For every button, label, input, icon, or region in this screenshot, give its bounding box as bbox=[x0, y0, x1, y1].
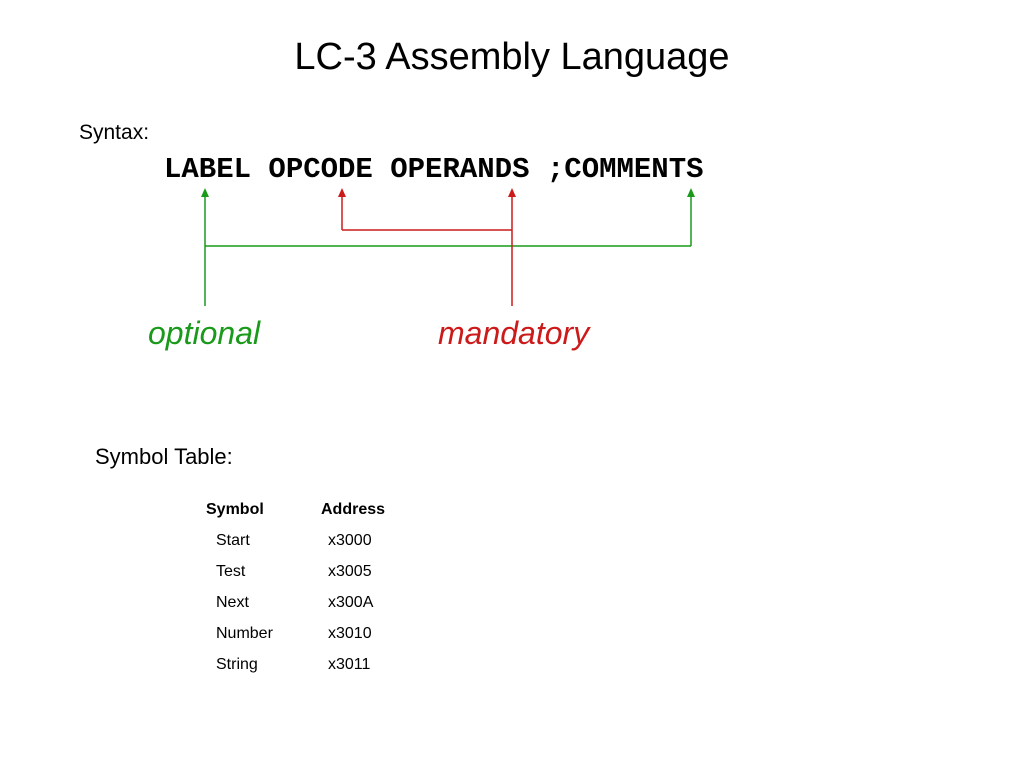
optional-connector bbox=[201, 188, 695, 306]
syntax-field-opcode: OPCODE bbox=[268, 153, 373, 186]
header-symbol: Symbol bbox=[206, 501, 264, 518]
syntax-label: Syntax: bbox=[79, 121, 150, 144]
symbol-cell: Next bbox=[216, 594, 249, 611]
syntax-field-operands: OPERANDS bbox=[390, 153, 530, 186]
address-cell: x300A bbox=[328, 594, 374, 611]
optional-label: optional bbox=[148, 315, 261, 351]
syntax-field-comments: ;COMMENTS bbox=[546, 153, 704, 186]
address-cell: x3000 bbox=[328, 532, 372, 549]
mandatory-connector bbox=[338, 188, 516, 306]
header-address: Address bbox=[321, 501, 386, 518]
symbol-cell: Number bbox=[216, 625, 273, 642]
mandatory-label: mandatory bbox=[438, 315, 590, 351]
symbol-cell: Test bbox=[216, 563, 246, 580]
address-cell: x3010 bbox=[328, 625, 372, 642]
address-cell: x3005 bbox=[328, 563, 372, 580]
symbol-cell: Start bbox=[216, 532, 250, 549]
symbol-table-label: Symbol Table: bbox=[95, 444, 233, 469]
address-cell: x3011 bbox=[328, 656, 371, 673]
syntax-line: LABEL OPCODE OPERANDS ;COMMENTS bbox=[164, 153, 704, 186]
syntax-field-label: LABEL bbox=[164, 153, 252, 186]
symbol-cell: String bbox=[216, 656, 258, 673]
page-title: LC-3 Assembly Language bbox=[294, 36, 730, 78]
